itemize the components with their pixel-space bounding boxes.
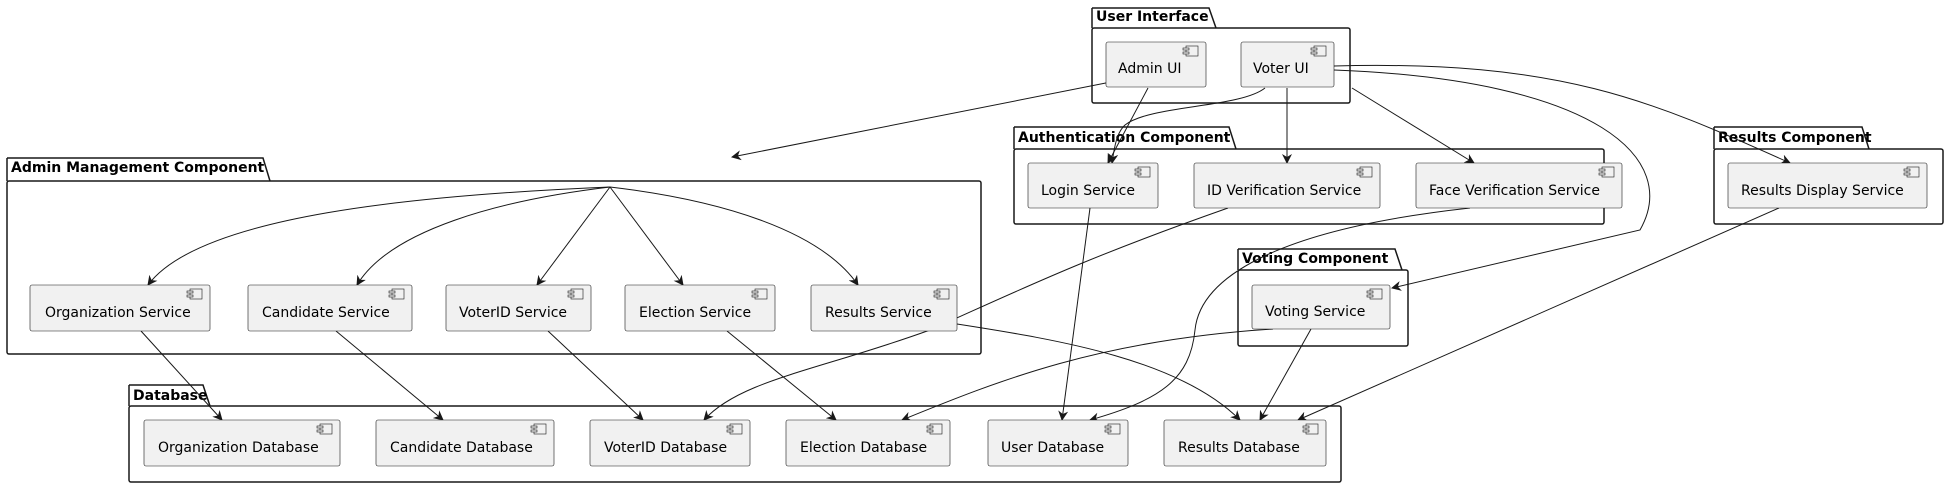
label-results-display-service: Results Display Service bbox=[1741, 183, 1904, 199]
component-voter-ui[interactable]: Voter UI bbox=[1240, 41, 1335, 88]
component-voterid-database[interactable]: VoterID Database bbox=[589, 419, 751, 467]
edge-voter-ui-to-voting bbox=[1333, 69, 1651, 291]
edge-admin-to-organization-service bbox=[147, 186, 611, 286]
component-admin-ui[interactable]: Admin UI bbox=[1105, 41, 1207, 88]
component-results-service[interactable]: Results Service bbox=[810, 284, 958, 332]
component-election-service[interactable]: Election Service bbox=[624, 284, 776, 332]
component-organization-database[interactable]: Organization Database bbox=[143, 419, 341, 467]
label-id-verification-service: ID Verification Service bbox=[1207, 183, 1361, 199]
component-results-display-service[interactable]: Results Display Service bbox=[1727, 162, 1928, 209]
package-title-user-interface: User Interface bbox=[1096, 9, 1209, 25]
package-title-database: Database bbox=[133, 388, 208, 404]
label-voterid-service: VoterID Service bbox=[459, 305, 567, 321]
component-voterid-service[interactable]: VoterID Service bbox=[445, 284, 592, 332]
edge-results-service-to-db bbox=[956, 323, 1241, 421]
edge-voter-ui-to-face-verification bbox=[1351, 87, 1475, 164]
package-title-authentication: Authentication Component bbox=[1018, 130, 1231, 146]
label-results-service: Results Service bbox=[825, 305, 932, 321]
edge-admin-to-candidate-service bbox=[356, 186, 611, 286]
label-election-database: Election Database bbox=[800, 440, 927, 456]
component-organization-service[interactable]: Organization Service bbox=[29, 284, 211, 332]
edge-candidate-service-to-db bbox=[335, 330, 444, 421]
label-voting-service: Voting Service bbox=[1265, 304, 1365, 320]
edge-admin-ui-to-login bbox=[1107, 87, 1149, 164]
edge-organization-service-to-db bbox=[140, 330, 223, 421]
edge-face-verification-to-user-db bbox=[1089, 207, 1471, 423]
label-login-service: Login Service bbox=[1041, 183, 1135, 199]
edge-admin-to-results-service bbox=[609, 186, 859, 286]
label-candidate-service: Candidate Service bbox=[262, 305, 390, 321]
edge-admin-ui-to-admin bbox=[731, 78, 1127, 161]
component-candidate-database[interactable]: Candidate Database bbox=[375, 419, 555, 467]
edge-admin-to-voterid-service bbox=[536, 186, 611, 286]
edge-election-service-to-db bbox=[726, 330, 837, 421]
edge-login-to-user-db bbox=[1058, 207, 1091, 421]
edges bbox=[140, 64, 1791, 423]
edge-admin-to-election-service bbox=[609, 186, 684, 286]
label-organization-database: Organization Database bbox=[158, 440, 319, 456]
label-election-service: Election Service bbox=[639, 305, 751, 321]
edge-voterid-service-to-db bbox=[547, 330, 644, 421]
package-title-voting: Voting Component bbox=[1242, 251, 1389, 267]
label-candidate-database: Candidate Database bbox=[390, 440, 533, 456]
label-results-database: Results Database bbox=[1178, 440, 1300, 456]
component-id-verification-service[interactable]: ID Verification Service bbox=[1193, 162, 1381, 209]
component-election-database[interactable]: Election Database bbox=[785, 419, 951, 467]
component-face-verification-service[interactable]: Face Verification Service bbox=[1415, 162, 1623, 209]
label-voterid-database: VoterID Database bbox=[604, 440, 727, 456]
component-user-database[interactable]: User Database bbox=[987, 419, 1129, 467]
label-admin-ui: Admin UI bbox=[1118, 61, 1181, 77]
edge-results-display-to-results-db bbox=[1297, 207, 1780, 421]
component-candidate-service[interactable]: Candidate Service bbox=[247, 284, 413, 332]
component-voting-service[interactable]: Voting Service bbox=[1251, 284, 1391, 330]
edge-voter-ui-to-results-display bbox=[1333, 64, 1791, 164]
label-user-database: User Database bbox=[1001, 440, 1104, 456]
package-title-admin: Admin Management Component bbox=[11, 160, 265, 176]
component-login-service[interactable]: Login Service bbox=[1027, 162, 1159, 209]
label-voter-ui: Voter UI bbox=[1253, 61, 1309, 77]
component-results-database[interactable]: Results Database bbox=[1163, 419, 1327, 467]
package-title-results: Results Component bbox=[1718, 130, 1872, 146]
edge-voting-to-results-db bbox=[1259, 328, 1312, 421]
edge-voting-to-election-db bbox=[901, 328, 1274, 422]
edge-voter-ui-to-login bbox=[1108, 87, 1266, 164]
label-organization-service: Organization Service bbox=[45, 305, 191, 321]
label-face-verification-service: Face Verification Service bbox=[1429, 183, 1600, 199]
